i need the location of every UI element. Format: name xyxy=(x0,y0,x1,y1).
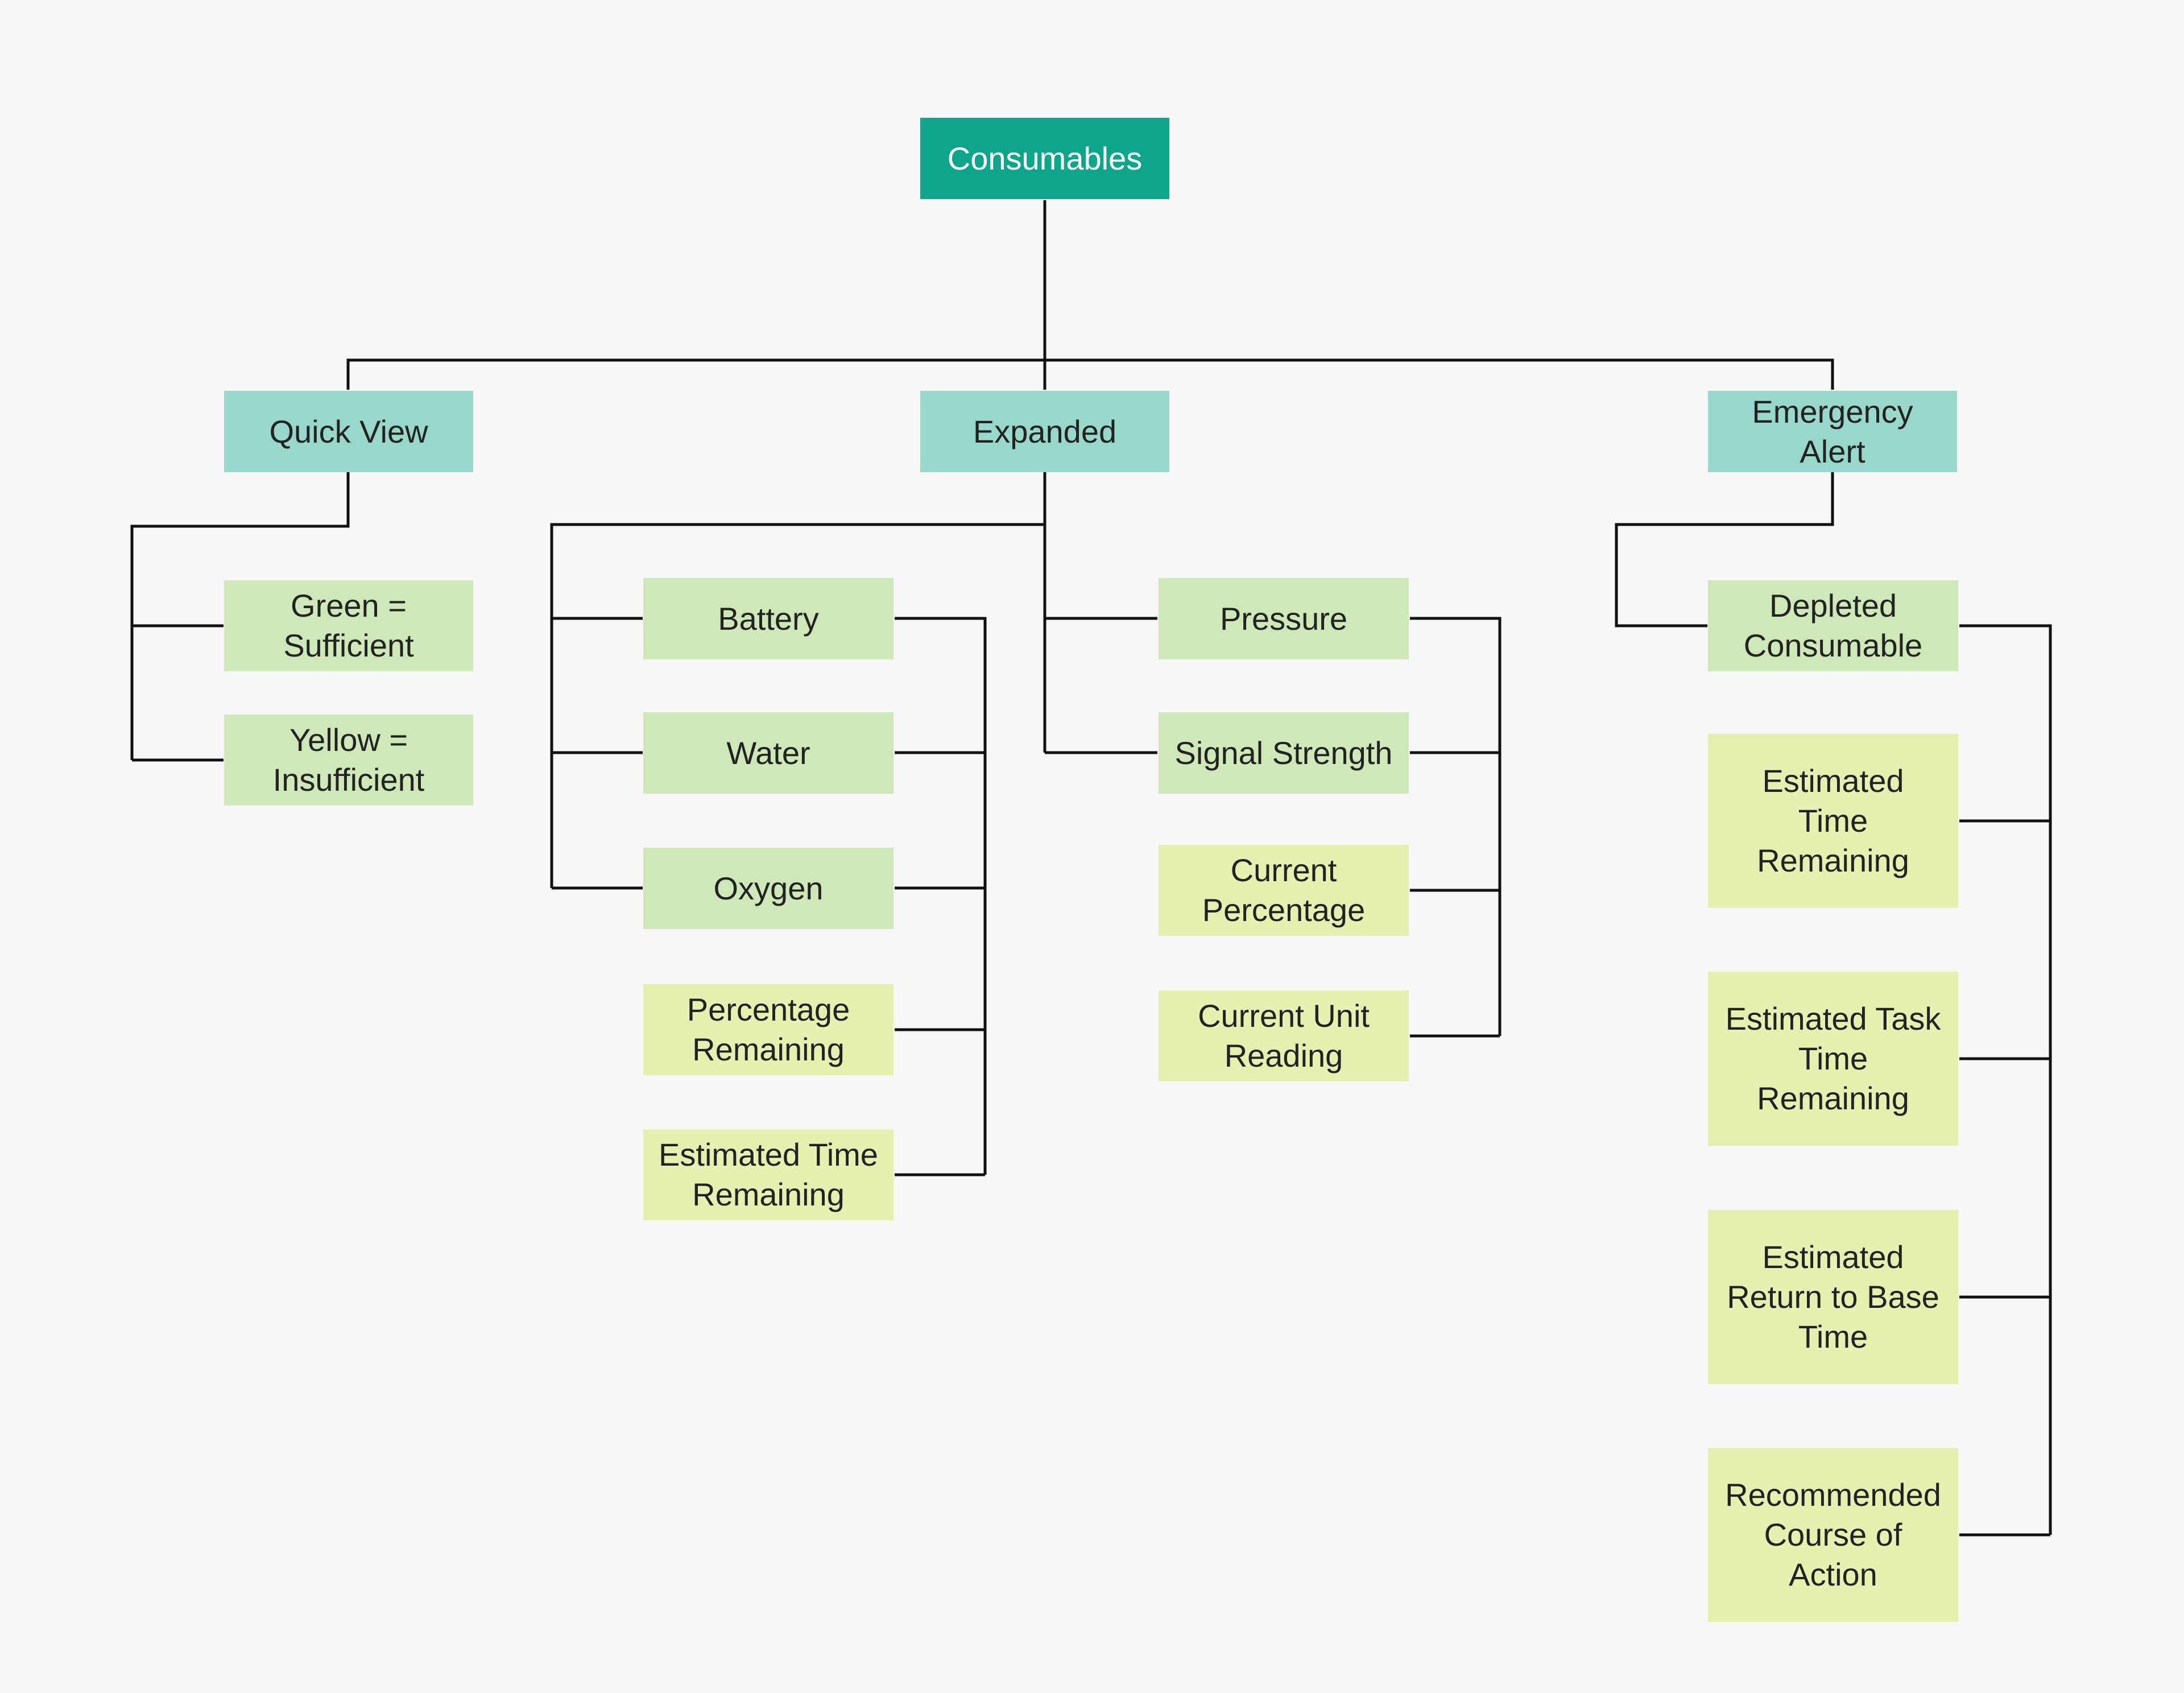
node-depleted-consumable: Depleted Consumable xyxy=(1708,580,1958,671)
node-estimated-time-remaining-emergency: Estimated Time Remaining xyxy=(1708,734,1958,908)
category-emergency-alert: Emergency Alert xyxy=(1708,391,1957,472)
node-estimated-time-remaining-expanded: Estimated Time Remaining xyxy=(643,1129,894,1220)
node-green-sufficient: Green = Sufficient xyxy=(224,580,473,671)
node-yellow-insufficient: Yellow = Insufficient xyxy=(224,715,473,806)
node-percentage-remaining: Percentage Remaining xyxy=(643,984,894,1075)
node-signal-strength: Signal Strength xyxy=(1159,712,1409,794)
node-oxygen: Oxygen xyxy=(643,848,894,929)
category-expanded: Expanded xyxy=(920,391,1169,472)
node-water: Water xyxy=(643,712,894,794)
node-recommended-course-of-action: Recommended Course of Action xyxy=(1708,1448,1958,1622)
node-estimated-return-to-base-time: Estimated Return to Base Time xyxy=(1708,1210,1958,1384)
node-pressure: Pressure xyxy=(1159,578,1409,659)
node-estimated-task-time-remaining: Estimated Task Time Remaining xyxy=(1708,972,1958,1146)
node-current-unit-reading: Current Unit Reading xyxy=(1159,990,1409,1081)
node-battery: Battery xyxy=(643,578,894,659)
node-current-percentage: Current Percentage xyxy=(1159,845,1409,936)
root-node-consumables: Consumables xyxy=(920,118,1169,199)
category-quick-view: Quick View xyxy=(224,391,473,472)
